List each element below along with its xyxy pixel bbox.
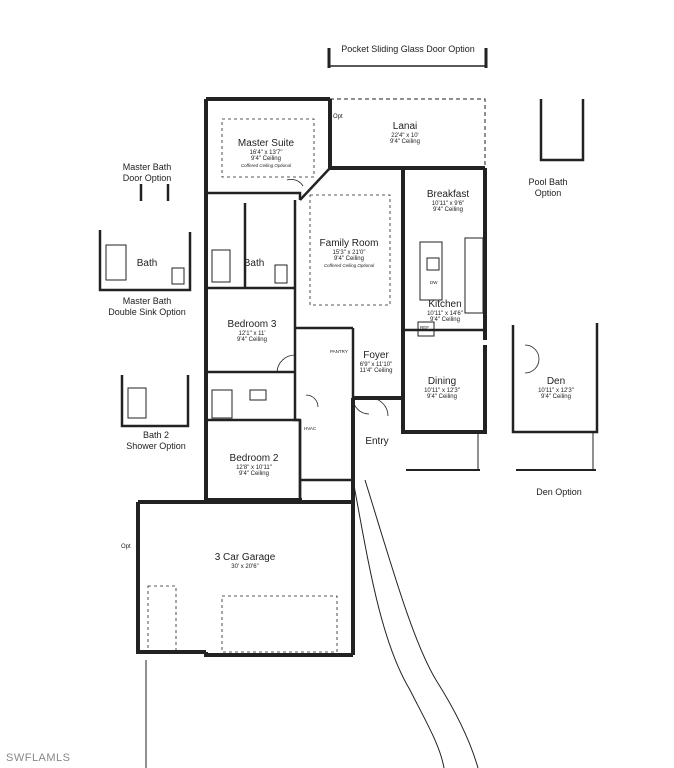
driveway-right — [364, 479, 479, 768]
master-coffered-outline — [221, 118, 315, 178]
option-walls — [98, 99, 599, 434]
room-dim: 30' x 20'6" — [231, 563, 259, 570]
room-dim: 22'4" x 10' — [391, 132, 419, 139]
room-ceiling: 11'4" Ceiling — [359, 368, 393, 375]
room-den: Den 10'11" x 12'3" 9'4" Ceiling — [538, 376, 574, 401]
room-ceiling: 9'4" Ceiling — [433, 207, 463, 214]
room-note: Coffered Ceiling Optional — [323, 263, 375, 269]
room-name: Bath — [136, 258, 158, 269]
driveway-left — [352, 479, 445, 768]
room-note: Coffered Ceiling Optional — [240, 163, 292, 169]
family-coffered-outline — [309, 194, 391, 306]
room-name: Lanai — [392, 121, 418, 132]
pool-bath-caption: Pool Bath Option — [528, 177, 567, 200]
ref-label: REF — [420, 325, 429, 330]
room-dim: 15'3" x 21'0" — [332, 249, 366, 256]
room-breakfast: Breakfast 10'11" x 9'6" 9'4" Ceiling — [427, 189, 469, 214]
room-name: Kitchen — [428, 299, 462, 310]
pantry-label: PANTRY — [330, 349, 348, 354]
room-kitchen: Kitchen 10'11" x 14'6" 9'4" Ceiling — [427, 299, 463, 324]
room-master-suite: Master Suite 16'4" x 13'7" 9'4" Ceiling … — [238, 138, 294, 168]
hvac-label: HVAC — [304, 426, 317, 431]
caption-line: Double Sink Option — [108, 307, 186, 318]
bath2-shower-caption: Bath 2 Shower Option — [126, 430, 186, 453]
room-name: 3 Car Garage — [214, 552, 276, 563]
pocket-slider-caption: Pocket Sliding Glass Door Option — [341, 44, 475, 55]
garage-door-right — [221, 595, 338, 653]
room-ceiling: 9'4" Ceiling — [237, 337, 267, 344]
caption-line: Den Option — [536, 487, 582, 497]
room-dim: 12'1" x 11' — [238, 330, 266, 337]
caption-line: Master Bath — [122, 162, 172, 172]
room-bedroom2: Bedroom 2 12'8" x 10'11" 9'4" Ceiling — [230, 453, 279, 478]
room-name: Family Room — [319, 238, 379, 249]
den-option-caption: Den Option — [536, 487, 582, 498]
room-ceiling: 9'4" Ceiling — [430, 317, 460, 324]
caption-line: Option — [534, 188, 562, 199]
caption-line: Pool Bath — [528, 177, 568, 187]
caption-line: Bath 2 — [142, 430, 170, 440]
room-ceiling: 9'4" Ceiling — [239, 471, 269, 478]
room-lanai: Lanai 22'4" x 10' 9'4" Ceiling — [390, 121, 420, 146]
room-ceiling: 9'4" Ceiling — [334, 256, 364, 263]
room-name: Den — [546, 376, 566, 387]
room-name: Bedroom 2 — [229, 453, 279, 464]
room-ceiling: 9'4" Ceiling — [541, 394, 571, 401]
interior-walls — [206, 167, 485, 500]
garage-door-left — [147, 585, 177, 653]
room-foyer: Foyer 6'9" x 11'10" 11'4" Ceiling — [360, 350, 393, 375]
room-dining: Dining 10'11" x 12'3" 9'4" Ceiling — [424, 376, 460, 401]
pocket-slider-walls — [327, 48, 488, 68]
room-name: Master Suite — [237, 138, 295, 149]
room-name: Dining — [427, 376, 457, 387]
watermark: SWFLAMLS — [6, 752, 71, 764]
dw-label: DW — [430, 280, 438, 285]
room-name: Foyer — [363, 350, 389, 361]
room-ceiling: 9'4" Ceiling — [427, 394, 457, 401]
room-dim: 16'4" x 13'7" — [249, 149, 283, 156]
room-name: Bath — [243, 258, 265, 269]
room-garage: 3 Car Garage 30' x 20'6" — [215, 552, 276, 570]
room-dim: 12'8" x 10'11" — [236, 464, 272, 471]
room-bath-option: Bath — [137, 258, 158, 270]
room-dim: 10'11" x 9'6" — [431, 200, 465, 207]
room-dim: 6'9" x 11'10" — [359, 361, 393, 368]
kitchen-fixtures — [417, 237, 484, 337]
room-dim: 10'11" x 12'3" — [538, 387, 574, 394]
room-dim: 10'11" x 12'3" — [424, 387, 460, 394]
caption-line: Master Bath — [122, 296, 172, 306]
caption-line: Door Option — [122, 173, 172, 184]
lanai-outline — [330, 98, 486, 168]
room-bedroom3: Bedroom 3 12'1" x 11' 9'4" Ceiling — [228, 319, 277, 344]
opt-label: Opt — [121, 544, 131, 550]
entry-label: Entry — [365, 436, 389, 447]
room-ceiling: 9'4" Ceiling — [390, 139, 420, 146]
bath-fixtures — [105, 244, 288, 419]
master-door-caption: Master Bath Door Option — [123, 162, 172, 185]
door-swings — [276, 179, 540, 417]
room-name: Breakfast — [426, 189, 470, 200]
caption-line: Shower Option — [126, 441, 186, 452]
room-family: Family Room 15'3" x 21'0" 9'4" Ceiling C… — [320, 238, 379, 268]
room-ceiling: 9'4" Ceiling — [251, 156, 281, 163]
exterior-walls — [136, 97, 487, 657]
room-dim: 10'11" x 14'6" — [427, 310, 463, 317]
caption-line: Pocket Sliding Glass Door Option — [341, 44, 475, 54]
opt-label: Opt — [333, 114, 343, 120]
master-double-caption: Master Bath Double Sink Option — [108, 296, 186, 319]
room-name: Bedroom 3 — [227, 319, 277, 330]
room-bath-master: Bath — [244, 258, 265, 270]
